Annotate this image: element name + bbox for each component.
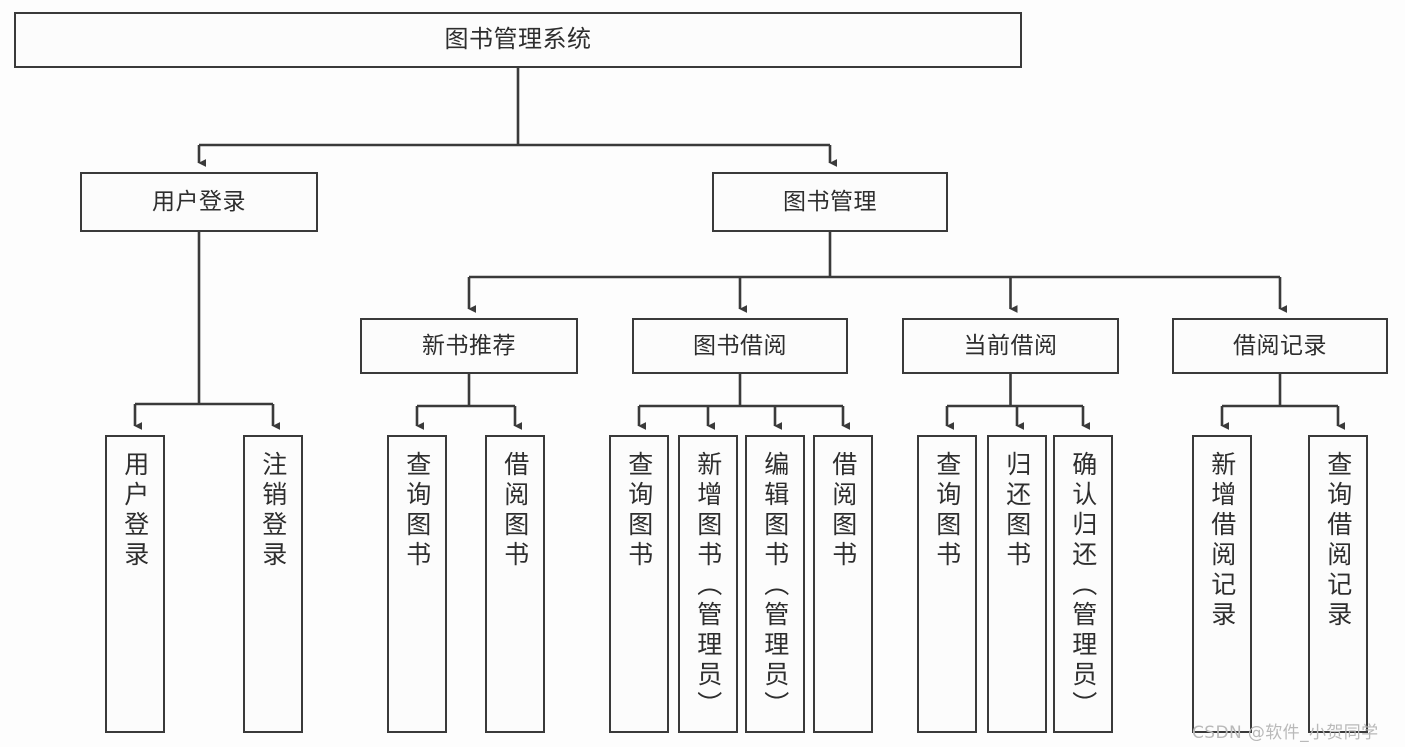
csdn-watermark: CSDN @软件_小贺同学 <box>1192 723 1379 743</box>
leaf-add-borrow-record[interactable]: 新增借阅记录 <box>1192 435 1252 733</box>
node-book-borrow[interactable]: 图书借阅 <box>632 318 848 374</box>
node-current-borrow[interactable]: 当前借阅 <box>902 318 1119 374</box>
leaf-logout[interactable]: 注销登录 <box>243 435 303 733</box>
leaf-borrow-book-borrow[interactable]: 借阅图书 <box>813 435 873 733</box>
leaf-query-borrow-record[interactable]: 查询借阅记录 <box>1308 435 1368 733</box>
leaf-borrow-book-borrow-label: 借阅图书 <box>828 451 858 571</box>
leaf-add-book-admin-label: 新增图书（管理员） <box>693 451 723 721</box>
leaf-user-login-label: 用户登录 <box>120 451 150 571</box>
leaf-confirm-return-admin[interactable]: 确认归还（管理员） <box>1053 435 1113 733</box>
node-book-management-label: 图书管理 <box>783 188 877 215</box>
leaf-confirm-return-admin-label: 确认归还（管理员） <box>1068 451 1098 721</box>
leaf-return-book-label: 归还图书 <box>1002 451 1032 571</box>
leaf-query-book-recommend[interactable]: 查询图书 <box>387 435 447 733</box>
node-borrow-record[interactable]: 借阅记录 <box>1172 318 1388 374</box>
leaf-add-book-admin[interactable]: 新增图书（管理员） <box>678 435 738 733</box>
node-book-management[interactable]: 图书管理 <box>712 172 948 232</box>
leaf-edit-book-admin-label: 编辑图书（管理员） <box>760 451 790 721</box>
leaf-logout-label: 注销登录 <box>258 451 288 571</box>
node-borrow-record-label: 借阅记录 <box>1233 332 1327 359</box>
leaf-borrow-book-recommend-label: 借阅图书 <box>500 451 530 571</box>
leaf-query-book-borrow[interactable]: 查询图书 <box>609 435 669 733</box>
node-user-login[interactable]: 用户登录 <box>80 172 318 232</box>
leaf-query-book-borrow-label: 查询图书 <box>624 451 654 571</box>
root-node[interactable]: 图书管理系统 <box>14 12 1022 68</box>
root-node-label: 图书管理系统 <box>444 25 592 54</box>
leaf-edit-book-admin[interactable]: 编辑图书（管理员） <box>745 435 805 733</box>
leaf-return-book[interactable]: 归还图书 <box>987 435 1047 733</box>
leaf-query-book-recommend-label: 查询图书 <box>402 451 432 571</box>
leaf-borrow-book-recommend[interactable]: 借阅图书 <box>485 435 545 733</box>
node-new-book-recommend-label: 新书推荐 <box>422 332 516 359</box>
leaf-query-book-current[interactable]: 查询图书 <box>917 435 977 733</box>
node-book-borrow-label: 图书借阅 <box>693 332 787 359</box>
leaf-add-borrow-record-label: 新增借阅记录 <box>1207 451 1237 631</box>
node-user-login-label: 用户登录 <box>152 188 246 215</box>
node-new-book-recommend[interactable]: 新书推荐 <box>360 318 578 374</box>
leaf-query-borrow-record-label: 查询借阅记录 <box>1323 451 1353 631</box>
leaf-user-login[interactable]: 用户登录 <box>105 435 165 733</box>
leaf-query-book-current-label: 查询图书 <box>932 451 962 571</box>
node-current-borrow-label: 当前借阅 <box>963 332 1058 359</box>
